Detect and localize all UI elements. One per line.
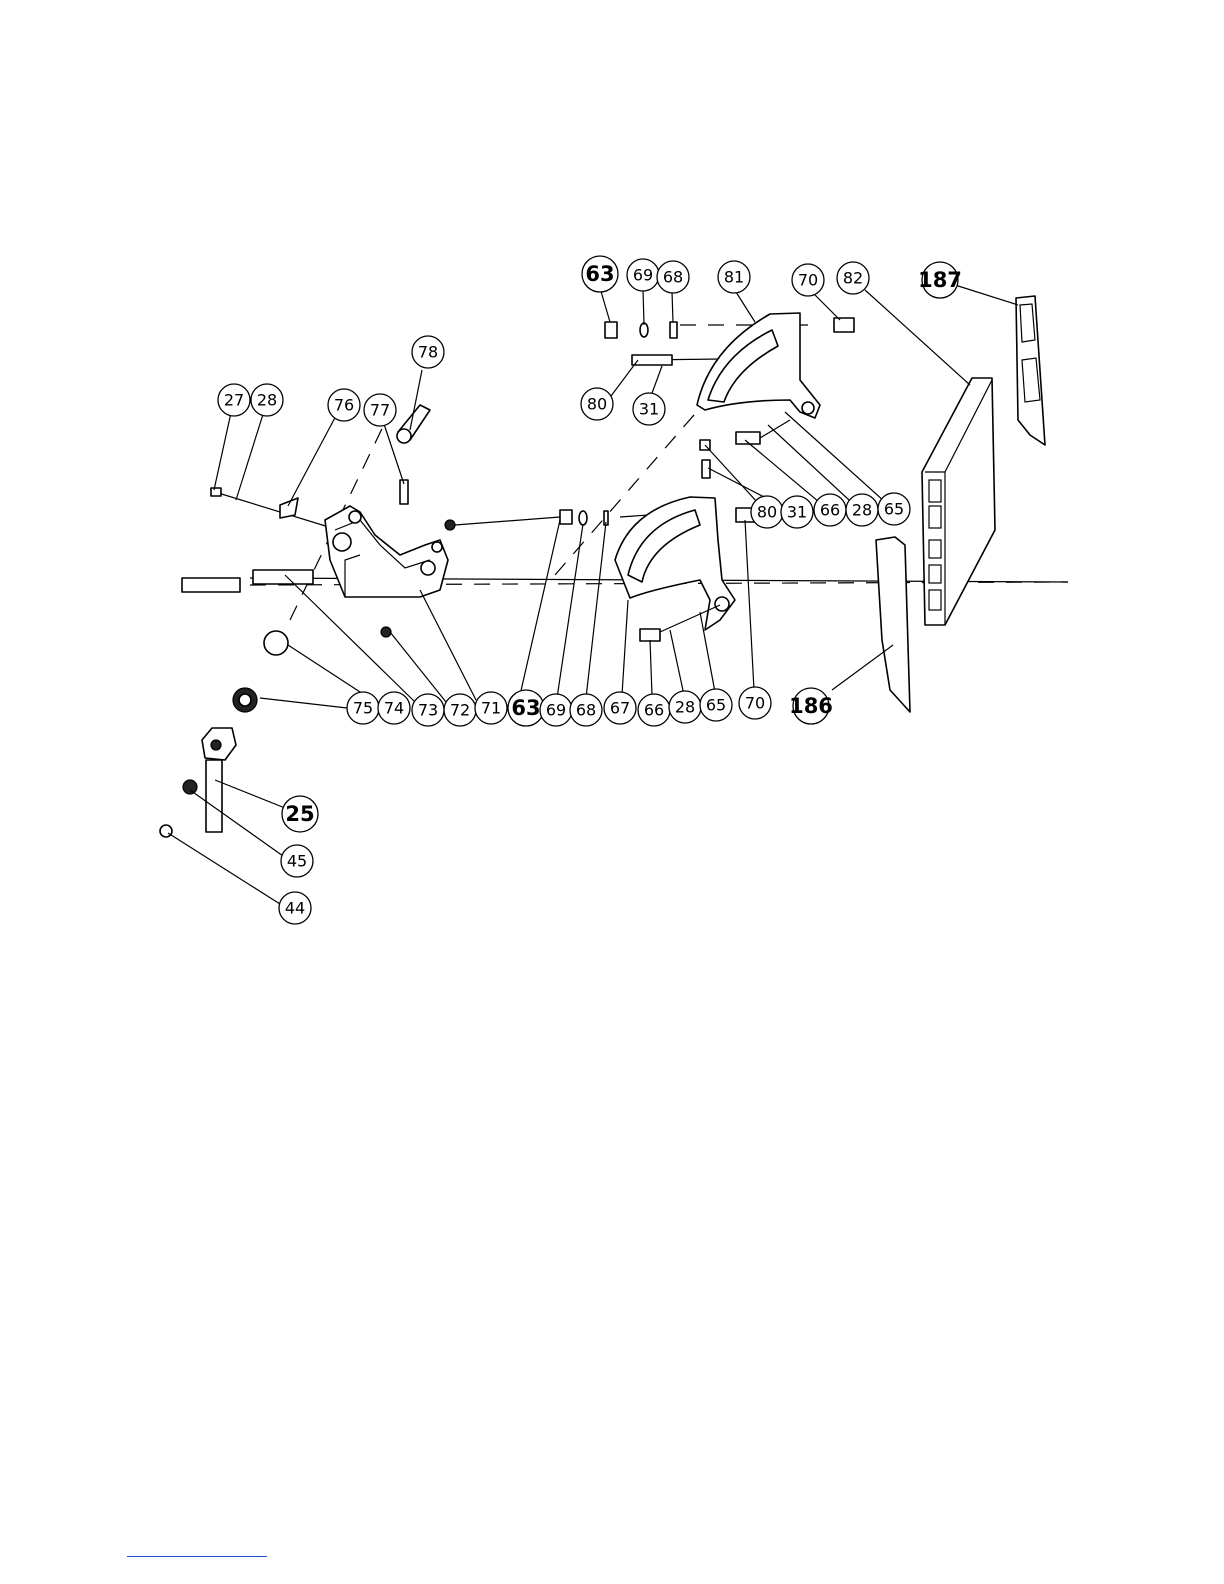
callout-78: 78 <box>412 336 444 368</box>
callout-label: 70 <box>745 694 765 713</box>
callout-80: 80 <box>581 388 613 420</box>
callout-80: 80 <box>751 496 783 528</box>
left-bracket <box>325 506 448 597</box>
callout-187: 187 <box>918 262 962 298</box>
callout-label: 74 <box>384 699 404 718</box>
callout-67: 67 <box>604 692 636 724</box>
callout-28: 28 <box>251 384 283 416</box>
callout-label: 66 <box>820 501 840 520</box>
callout-label: 186 <box>789 694 833 718</box>
callout-82: 82 <box>837 262 869 294</box>
callout-label: 70 <box>798 271 818 290</box>
callout-81: 81 <box>718 261 750 293</box>
callout-label: 69 <box>633 266 653 285</box>
callout-label: 45 <box>287 852 307 871</box>
callout-label: 65 <box>884 500 904 519</box>
callout-label: 27 <box>224 391 244 410</box>
guard-strip <box>876 537 910 712</box>
callout-76: 76 <box>328 389 360 421</box>
callout-label: 28 <box>852 501 872 520</box>
callout-28: 28 <box>846 494 878 526</box>
callout-label: 82 <box>843 269 863 288</box>
callout-68: 68 <box>570 694 602 726</box>
callout-label: 67 <box>610 699 630 718</box>
callout-label: 65 <box>706 696 726 715</box>
callout-label: 28 <box>257 391 277 410</box>
callout-label: 63 <box>511 696 540 720</box>
callout-label: 73 <box>418 701 438 720</box>
fence-panel <box>922 378 995 625</box>
callout-186: 186 <box>789 688 833 724</box>
callout-label: 68 <box>576 701 596 720</box>
callout-label: 31 <box>639 400 659 419</box>
lower-swing-arm <box>615 497 735 630</box>
callout-label: 72 <box>450 701 470 720</box>
upper-swing-arm <box>697 313 820 418</box>
callout-28: 28 <box>669 691 701 723</box>
callout-label: 75 <box>353 699 373 718</box>
callout-label: 63 <box>585 262 614 286</box>
callout-63: 63 <box>582 256 618 292</box>
fence-extrusion <box>1016 296 1045 445</box>
callout-73: 73 <box>412 694 444 726</box>
callout-72: 72 <box>444 694 476 726</box>
callout-68: 68 <box>657 261 689 293</box>
callout-70: 70 <box>792 264 824 296</box>
callout-label: 77 <box>370 401 390 420</box>
callout-label: 78 <box>418 343 438 362</box>
footer-link-underline <box>127 1556 267 1557</box>
callout-label: 28 <box>675 698 695 717</box>
callout-44: 44 <box>279 892 311 924</box>
callout-label: 25 <box>285 802 314 826</box>
callout-31: 31 <box>781 496 813 528</box>
callout-label: 81 <box>724 268 744 287</box>
callout-63: 63 <box>508 690 544 726</box>
callout-77: 77 <box>364 394 396 426</box>
callout-45: 45 <box>281 845 313 877</box>
callout-label: 31 <box>787 503 807 522</box>
callout-69: 69 <box>540 694 572 726</box>
callout-27: 27 <box>218 384 250 416</box>
callout-label: 80 <box>757 503 777 522</box>
callout-label: 71 <box>481 699 501 718</box>
callout-label: 76 <box>334 396 354 415</box>
callout-label: 44 <box>285 899 305 918</box>
callout-70: 70 <box>739 687 771 719</box>
callout-65: 65 <box>878 493 910 525</box>
callout-25: 25 <box>282 796 318 832</box>
callout-69: 69 <box>627 259 659 291</box>
callout-66: 66 <box>638 694 670 726</box>
callout-label: 187 <box>918 268 962 292</box>
part-callouts: 63 69 68 81 70 82 187 78 27 28 76 77 80 31 80 31 66 28 65 7… <box>218 256 962 924</box>
callout-label: 68 <box>663 268 683 287</box>
handle-25 <box>202 728 236 832</box>
callout-label: 80 <box>587 395 607 414</box>
callout-75: 75 <box>347 692 379 724</box>
callout-31: 31 <box>633 393 665 425</box>
callout-74: 74 <box>378 692 410 724</box>
callout-label: 66 <box>644 701 664 720</box>
callout-71: 71 <box>475 692 507 724</box>
callout-65: 65 <box>700 689 732 721</box>
callout-label: 69 <box>546 701 566 720</box>
callout-66: 66 <box>814 494 846 526</box>
